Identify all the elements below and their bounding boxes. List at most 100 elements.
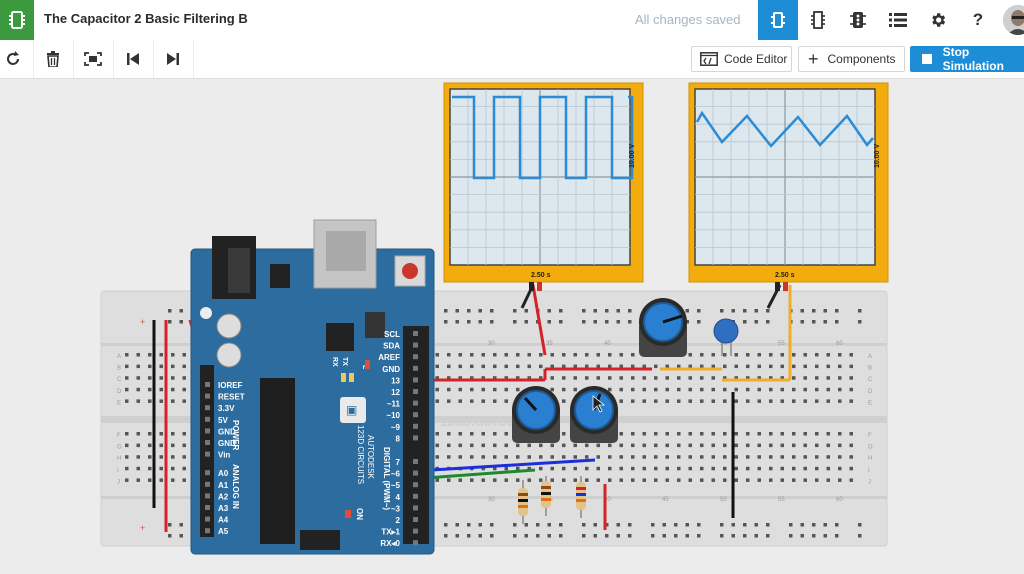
digital-pin-label: 8 bbox=[396, 434, 401, 443]
row-letter: E bbox=[117, 400, 121, 406]
power-pin-label: A2 bbox=[218, 492, 229, 501]
power-pin-label: 5V bbox=[218, 416, 228, 425]
scope-1-time-label: 2.50 s bbox=[531, 272, 551, 279]
digital-pin-label: 7 bbox=[396, 458, 401, 467]
help-button[interactable]: ? bbox=[972, 10, 984, 29]
components-button[interactable]: + Components bbox=[798, 46, 905, 72]
power-pin-label: GND bbox=[218, 439, 236, 448]
step-forward-button[interactable] bbox=[153, 40, 194, 78]
plus-icon: + bbox=[808, 49, 819, 69]
row-letter: I bbox=[117, 468, 119, 474]
row-letter: B bbox=[117, 366, 121, 372]
row-letter: J bbox=[117, 479, 120, 485]
digital-pin-label: ~3 bbox=[391, 504, 401, 513]
project-title[interactable]: The Capacitor 2 Basic Filtering B bbox=[44, 11, 248, 26]
row-letter: A bbox=[117, 354, 121, 360]
row-letter: F bbox=[868, 433, 872, 439]
step-back-button[interactable] bbox=[113, 40, 154, 78]
column-number: 55 bbox=[778, 497, 785, 503]
rx-label: RX bbox=[331, 357, 338, 367]
user-avatar[interactable] bbox=[1003, 5, 1024, 35]
digital-pin-label: 12 bbox=[391, 388, 400, 397]
column-number: 45 bbox=[662, 497, 669, 503]
column-number: 60 bbox=[836, 497, 843, 503]
fit-screen-icon bbox=[84, 52, 102, 66]
row-letter: C bbox=[117, 377, 122, 383]
oscilloscope-1[interactable]: 2.50 s 10.00 V bbox=[443, 82, 644, 291]
potentiometer-1[interactable] bbox=[512, 386, 560, 443]
potentiometer-3[interactable] bbox=[639, 298, 687, 357]
digital-pin-label: ~5 bbox=[391, 481, 401, 490]
row-letter: A bbox=[868, 354, 872, 360]
power-pin-label: A0 bbox=[218, 469, 229, 478]
row-letter: J bbox=[868, 479, 871, 485]
power-pin-label: A1 bbox=[218, 481, 229, 490]
list-view-button[interactable] bbox=[878, 0, 918, 40]
digital-pin-label: ~9 bbox=[391, 423, 401, 432]
rotate-button[interactable] bbox=[0, 40, 34, 78]
digital-pin-label: ~11 bbox=[387, 400, 401, 409]
digital-pin-label: RX◂0 bbox=[380, 539, 400, 548]
oscilloscope-2[interactable]: 2.50 s 10.00 V bbox=[688, 82, 889, 291]
column-number: 60 bbox=[836, 341, 843, 347]
settings-button[interactable] bbox=[918, 0, 958, 40]
power-label: POWER bbox=[231, 420, 240, 450]
row-letter: G bbox=[868, 445, 873, 451]
row-letter: C bbox=[868, 377, 873, 383]
column-number: 30 bbox=[488, 341, 495, 347]
row-letter: I bbox=[868, 468, 870, 474]
digital-pin-label: 13 bbox=[391, 376, 400, 385]
code-editor-label: Code Editor bbox=[724, 52, 788, 66]
arduino-model: 123D CIRCUITS bbox=[356, 425, 365, 484]
pcb-view-button[interactable] bbox=[838, 0, 878, 40]
arduino-uno-board[interactable]: ▣ AUTODESK 123D CIRCUITS DIGITAL (PWM~) … bbox=[190, 219, 435, 555]
delete-button[interactable] bbox=[33, 40, 74, 78]
fit-view-button[interactable] bbox=[73, 40, 114, 78]
scope-2-grid bbox=[695, 89, 875, 265]
power-pin-label: IOREF bbox=[218, 381, 243, 390]
digital-pin-label: AREF bbox=[378, 353, 400, 362]
digital-pin-label: ~6 bbox=[391, 470, 401, 479]
digital-pin-label: TX▸1 bbox=[381, 528, 400, 537]
digital-pin-label: SCL bbox=[384, 330, 400, 339]
power-pin-label: Vin bbox=[218, 451, 230, 460]
trash-icon bbox=[47, 51, 59, 67]
schematic-view-button[interactable] bbox=[798, 0, 838, 40]
rail-plus-top: + bbox=[140, 317, 145, 327]
top-bar: The Capacitor 2 Basic Filtering B All ch… bbox=[0, 0, 1024, 41]
mouse-cursor bbox=[592, 395, 606, 413]
code-icon bbox=[700, 52, 718, 66]
components-label: Components bbox=[827, 52, 896, 66]
power-analog-header bbox=[200, 365, 214, 537]
scope-2-time-label: 2.50 s bbox=[775, 272, 795, 279]
gear-icon bbox=[932, 13, 946, 27]
circuit-canvas[interactable]: 123D.CIRCUITS 30303535404045455050555560… bbox=[0, 79, 1024, 574]
list-icon bbox=[889, 13, 907, 27]
row-letter: G bbox=[117, 445, 122, 451]
scope-2-volt-label: 10.00 V bbox=[874, 144, 881, 168]
skip-back-icon bbox=[127, 53, 139, 65]
row-letter: F bbox=[117, 433, 121, 439]
app-logo-icon[interactable] bbox=[0, 0, 34, 40]
potentiometer-2[interactable] bbox=[570, 386, 618, 443]
code-editor-button[interactable]: Code Editor bbox=[691, 46, 792, 72]
circuit-icon bbox=[771, 12, 785, 28]
column-number: 30 bbox=[488, 497, 495, 503]
tx-label: TX bbox=[341, 357, 348, 366]
resistors[interactable] bbox=[518, 476, 586, 524]
ceramic-capacitor[interactable] bbox=[713, 318, 739, 356]
scope-1-trace bbox=[452, 95, 634, 180]
on-led bbox=[345, 510, 351, 518]
power-pin-label: GND bbox=[218, 427, 236, 436]
scope-1-volt-label: 10.00 V bbox=[629, 144, 636, 168]
row-letter: D bbox=[868, 389, 873, 395]
save-status: All changes saved bbox=[635, 12, 741, 27]
stop-simulation-button[interactable]: Stop Simulation bbox=[910, 45, 1024, 73]
svg-text:▣: ▣ bbox=[346, 403, 357, 417]
schematic-icon bbox=[811, 11, 825, 29]
column-number: 40 bbox=[604, 497, 611, 503]
circuit-view-button[interactable] bbox=[758, 0, 798, 40]
skip-forward-icon bbox=[167, 53, 179, 65]
